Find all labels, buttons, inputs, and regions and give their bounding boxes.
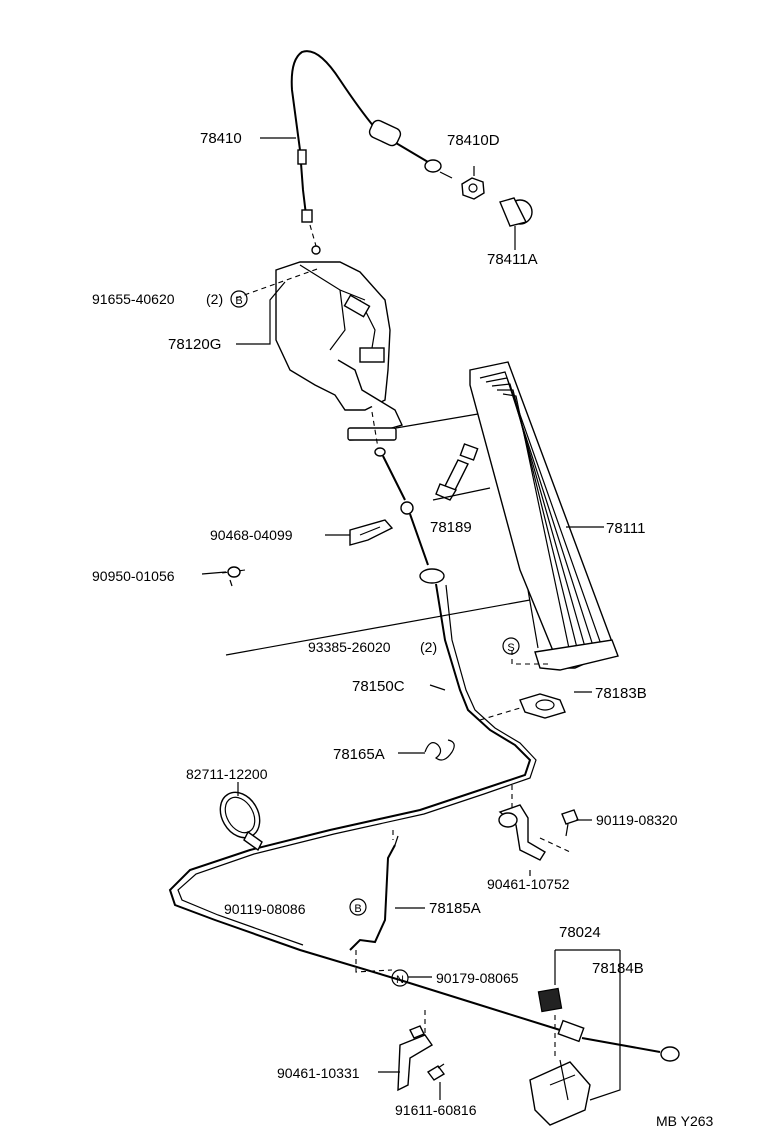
label-78120G: 78120G bbox=[168, 336, 221, 353]
marker-n-1-text: N bbox=[396, 974, 404, 986]
pedal-bracket bbox=[275, 261, 403, 441]
label-78165A: 78165A bbox=[333, 746, 385, 763]
label-90461-10752: 90461-10752 bbox=[487, 876, 570, 892]
spring-clip bbox=[424, 739, 455, 761]
label-90468-04099: 90468-04099 bbox=[210, 527, 293, 543]
diagram-code: MB Y263 bbox=[656, 1113, 714, 1129]
label-90950-01056: 90950-01056 bbox=[92, 568, 175, 584]
label-91611-60816: 91611-60816 bbox=[395, 1102, 477, 1118]
support-rod bbox=[349, 835, 399, 951]
label-91655-qty: (2) bbox=[206, 291, 223, 307]
label-90179-08065: 90179-08065 bbox=[436, 970, 519, 986]
marker-b-2-text: B bbox=[354, 903, 361, 915]
label-78410D: 78410D bbox=[447, 132, 500, 149]
lever-assembly bbox=[529, 949, 621, 1126]
throttle-cable bbox=[290, 50, 453, 255]
marker-b-2: B bbox=[349, 898, 367, 916]
label-78411A: 78411A bbox=[487, 251, 538, 268]
cable-clamp bbox=[519, 693, 566, 719]
marker-s-1-text: S bbox=[507, 642, 514, 654]
label-78150C: 78150C bbox=[352, 678, 405, 695]
bracket-clamp-upper bbox=[498, 804, 546, 861]
label-82711-12200: 82711-12200 bbox=[186, 766, 268, 782]
bolt-upper bbox=[561, 809, 579, 837]
label-90119-08320: 90119-08320 bbox=[596, 812, 678, 828]
label-78184B: 78184B bbox=[592, 960, 644, 977]
bolt-lower bbox=[426, 1063, 446, 1081]
cable-nut-and-cap bbox=[461, 166, 533, 250]
marker-n-1: N bbox=[391, 969, 409, 987]
clip-part bbox=[349, 519, 394, 546]
label-78111: 78111 bbox=[606, 520, 646, 537]
hose-band bbox=[219, 791, 263, 852]
label-93385-26020: 93385-26020 bbox=[308, 639, 391, 655]
label-78185A: 78185A bbox=[429, 900, 481, 917]
label-78410: 78410 bbox=[200, 130, 242, 147]
bracket-clamp-lower bbox=[397, 1025, 434, 1092]
label-90119-08086: 90119-08086 bbox=[224, 901, 306, 917]
label-78183B: 78183B bbox=[595, 685, 647, 702]
stopper-bolt bbox=[435, 443, 479, 501]
leader-lines bbox=[201, 137, 604, 1100]
pedal-cable bbox=[168, 447, 680, 1062]
guide-lines bbox=[221, 267, 571, 1060]
grommet-part bbox=[227, 566, 241, 587]
marker-s-1: S bbox=[502, 637, 520, 655]
label-78189: 78189 bbox=[430, 519, 472, 536]
marker-b-1-text: B bbox=[235, 295, 242, 307]
label-93385-qty: (2) bbox=[420, 639, 437, 655]
label-91655-40620: 91655-40620 bbox=[92, 291, 175, 307]
marker-b-1: B bbox=[230, 290, 248, 308]
label-78024: 78024 bbox=[559, 924, 601, 941]
label-90461-10331: 90461-10331 bbox=[277, 1065, 360, 1081]
accelerator-pedal bbox=[469, 361, 619, 671]
